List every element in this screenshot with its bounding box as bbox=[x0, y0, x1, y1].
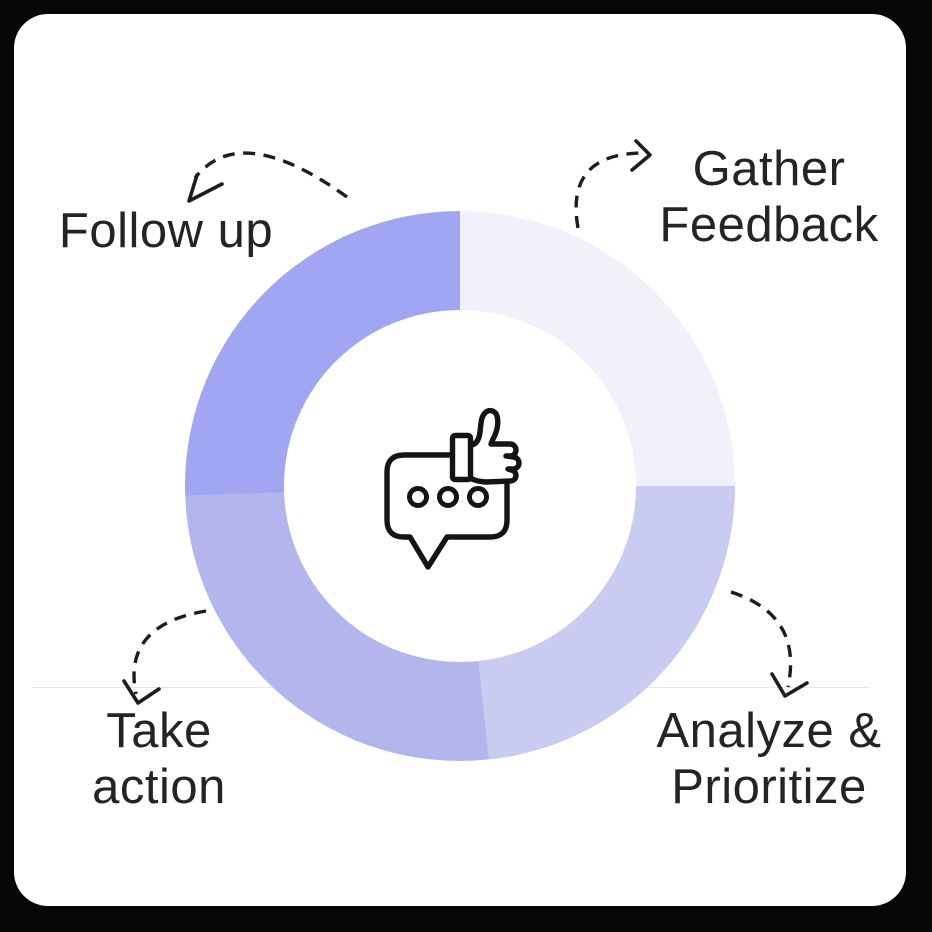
label-take-action: Take action bbox=[29, 703, 289, 815]
arrowhead-icon bbox=[630, 139, 652, 172]
label-line: Follow up bbox=[58, 204, 274, 258]
label-line: Take bbox=[106, 704, 212, 758]
arrow-curve bbox=[730, 590, 793, 688]
arrow-curve bbox=[193, 151, 348, 199]
arrow-to-follow-up bbox=[187, 151, 348, 203]
label-line: Gather bbox=[692, 142, 846, 196]
label-analyze-prioritize: Analyze & Prioritize bbox=[604, 703, 932, 815]
arrow-to-gather-feedback bbox=[574, 139, 652, 229]
arrowhead-icon bbox=[187, 173, 224, 203]
label-line: Analyze & bbox=[656, 704, 882, 758]
arrowhead-icon bbox=[122, 679, 161, 705]
label-line: Feedback bbox=[659, 198, 879, 252]
bubble-dot-icon bbox=[407, 486, 429, 508]
wrist-cuff-icon bbox=[449, 432, 474, 483]
label-line: Prioritize bbox=[671, 760, 867, 814]
arrowhead-icon bbox=[770, 672, 809, 698]
arrow-to-analyze-prioritize bbox=[730, 590, 809, 698]
bubble-dot-icon bbox=[467, 486, 489, 508]
bubble-dot-icon bbox=[437, 486, 459, 508]
label-follow-up: Follow up bbox=[36, 203, 296, 259]
label-gather-feedback: Gather Feedback bbox=[604, 141, 932, 253]
thumbs-up-hand-icon bbox=[467, 407, 522, 485]
arrow-to-take-action bbox=[122, 609, 207, 705]
label-line: action bbox=[92, 760, 226, 814]
arrow-curve bbox=[132, 609, 207, 695]
feedback-thumbs-up-icon bbox=[384, 407, 522, 570]
